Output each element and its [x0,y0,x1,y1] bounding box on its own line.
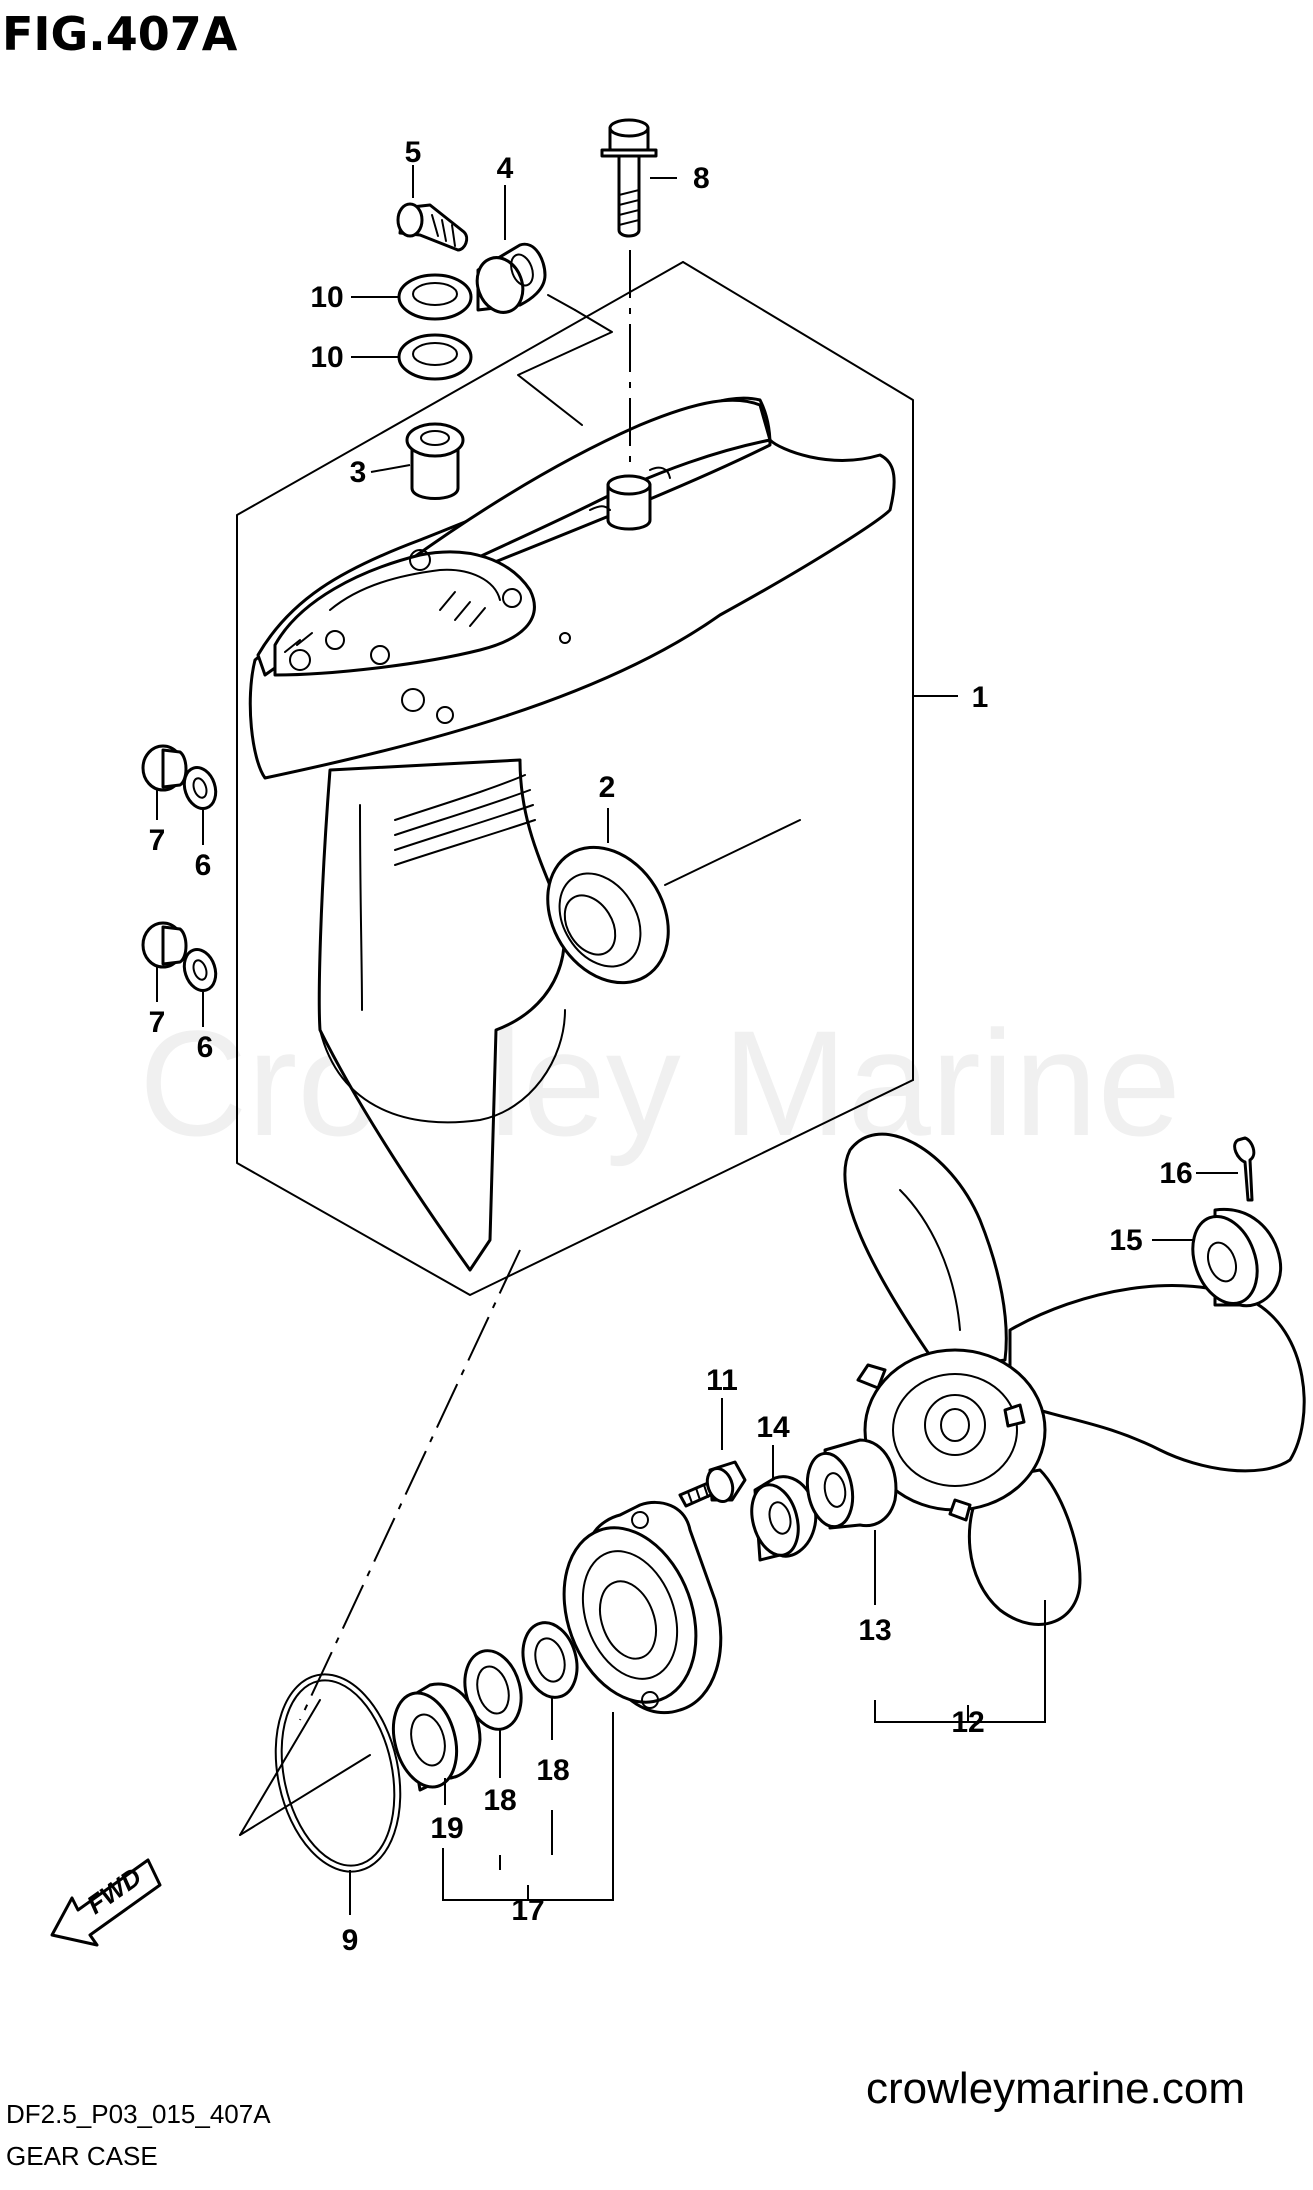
bolt-8 [600,118,658,238]
oil-seal-10-lower [397,333,473,381]
callout-12: 12 [951,1706,984,1739]
propeller-12 [843,1132,1306,1626]
o-ring-9 [274,1673,402,1873]
callout-1: 1 [972,681,989,714]
propeller-bushing-13 [805,1438,898,1530]
callout-5: 5 [405,136,422,169]
oil-seal-18-left [463,1649,523,1731]
oring-axis-line-b [239,1699,321,1836]
callout-8: 8 [693,162,710,195]
figure-name: GEAR CASE [6,2141,158,2171]
bolt-11 [678,1460,747,1508]
gasket-6-lower [182,947,218,993]
leader-lines [156,165,1238,1915]
callout-16: 16 [1159,1157,1192,1190]
figure-title: FIG.407A [2,7,238,61]
callout-7-lower: 7 [149,1006,166,1039]
cotter-pin-16 [1233,1136,1256,1202]
callout-13: 13 [858,1614,891,1647]
plug-3 [405,422,465,500]
propeller-axis-line-lower [299,1249,521,1721]
callout-6-upper: 6 [195,849,212,882]
bearing-19 [391,1682,482,1792]
gear-case-bounding-box [236,261,914,1296]
callout-7-upper: 7 [149,824,166,857]
propeller-nut-15 [1191,1207,1283,1308]
bearing-2 [546,819,801,985]
callout-14: 14 [756,1411,790,1444]
callout-17: 17 [511,1894,544,1927]
figure-code: DF2.5_P03_015_407A [6,2099,271,2129]
gear-case [248,396,896,1272]
watermark: Crowley Marine [139,999,1181,1167]
callout-19: 19 [430,1812,463,1845]
oring-axis-line [239,1754,371,1836]
callout-10-upper: 10 [310,281,343,314]
drain-plug-7-upper [141,744,188,792]
drain-plug-7-lower [141,921,188,969]
shaft-housing-17 [562,1500,723,1715]
website-watermark: crowleymarine.com [866,2064,1245,2113]
bushing-4 [475,242,576,314]
callout-10-lower: 10 [310,341,343,374]
callout-2: 2 [599,771,616,804]
callout-11: 11 [706,1364,738,1397]
callout-15: 15 [1109,1224,1142,1257]
bolt-5 [396,202,469,252]
callout-3: 3 [350,456,367,489]
oil-seal-10-upper [397,273,473,321]
oil-seal-18-right [521,1621,579,1699]
seal-alignment-line [517,309,613,426]
callout-numbers: 8 5 4 10 10 3 1 2 7 6 7 6 16 15 11 14 13… [149,136,1193,1957]
callout-9: 9 [342,1924,359,1957]
fwd-arrow: FWD [50,1858,162,1947]
gasket-6-upper [182,765,218,811]
callout-18-left: 18 [483,1784,516,1817]
callout-6-lower: 6 [197,1031,214,1064]
thrust-washer-14 [750,1475,818,1562]
callout-4: 4 [497,152,514,185]
callout-18-right: 18 [536,1754,569,1787]
